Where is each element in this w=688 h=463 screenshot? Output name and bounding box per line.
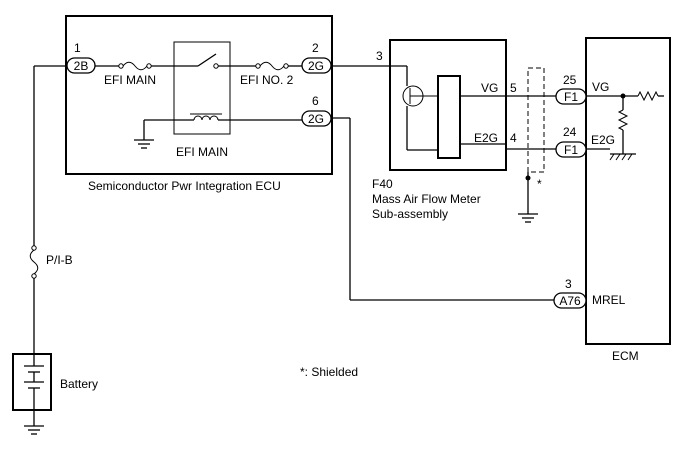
ecu-block: Semiconductor Pwr Integration ECU 1 2B E… xyxy=(65,15,333,193)
shield-mark: * xyxy=(537,177,542,191)
ecm-block: ECM 25 F1 VG 24 F1 E2G 3 xyxy=(553,37,671,363)
ecu-pin-2-number: 2 xyxy=(312,41,319,55)
relay-coil-icon xyxy=(190,113,222,121)
battery-ground-icon xyxy=(24,425,44,435)
mrel-wire xyxy=(331,117,554,301)
connector-2g-ctrl-label: 2G xyxy=(308,112,324,126)
fuse-pib-icon xyxy=(29,245,39,279)
shield-outline xyxy=(527,67,545,173)
fuse-efi-main-label: EFI MAIN xyxy=(104,73,156,87)
fuse-efi-no2-label: EFI NO. 2 xyxy=(240,73,294,87)
maf-pin-5-number: 5 xyxy=(510,81,517,95)
maf-name-line2: Sub-assembly xyxy=(372,207,448,221)
ecm-resistor-horizontal-icon xyxy=(637,90,664,102)
maf-pin-vg-label: VG xyxy=(481,81,498,95)
battery-icon xyxy=(24,354,44,410)
maf-connector-id: F40 xyxy=(372,177,393,191)
maf-sensor-element xyxy=(437,75,461,159)
ecu-pin-6-number: 6 xyxy=(312,94,319,108)
connector-a76 xyxy=(553,292,587,309)
connector-2g-out-label: 2G xyxy=(308,59,324,73)
ecm-ground-icon xyxy=(609,153,636,161)
connector-f1-vg-label: F1 xyxy=(564,90,578,104)
ecu-name: Semiconductor Pwr Integration ECU xyxy=(88,179,281,193)
ecm-pin-25-number: 25 xyxy=(563,73,577,87)
maf-pin-3-number: 3 xyxy=(376,49,383,63)
ecm-resistor-vertical-icon xyxy=(617,109,629,131)
ecm-pin-vg-label: VG xyxy=(592,80,609,94)
ecm-pin-24-number: 24 xyxy=(563,125,577,139)
ecm-pin-3-number: 3 xyxy=(565,277,572,291)
ecu-ground-icon xyxy=(134,139,154,149)
supply-circuit: P/I-B Battery xyxy=(12,65,98,435)
battery-label: Battery xyxy=(60,377,98,391)
maf-pin-e2g-label: E2G xyxy=(474,131,498,145)
connector-f1-e2g-label: F1 xyxy=(564,143,578,157)
connector-a76-label: A76 xyxy=(559,294,581,308)
maf-transistor-icon xyxy=(390,65,438,151)
relay-efi-main-box xyxy=(173,41,231,135)
maf-name-line1: Mass Air Flow Meter xyxy=(372,192,481,206)
fuse-pib-label: P/I-B xyxy=(46,253,73,267)
ecm-name: ECM xyxy=(612,349,639,363)
maf-meter-block: 3 +B VG E2G 5 4 F40 Mass Air Flow Meter … xyxy=(331,39,517,221)
connector-2b-label: 2B xyxy=(74,59,89,73)
maf-pin-4-number: 4 xyxy=(510,131,517,145)
ecu-pin-1-number: 1 xyxy=(74,41,81,55)
shield-ground-icon xyxy=(518,213,538,223)
ecm-outline xyxy=(585,37,671,345)
ecm-pin-e2g-label: E2G xyxy=(591,133,615,147)
relay-efi-main-label: EFI MAIN xyxy=(176,145,228,159)
shield-note: *: Shielded xyxy=(300,365,358,379)
ecm-pin-mrel-label: MREL xyxy=(592,293,626,307)
signal-wires: * xyxy=(506,67,556,223)
fuse-efi-no2-icon xyxy=(255,61,289,71)
